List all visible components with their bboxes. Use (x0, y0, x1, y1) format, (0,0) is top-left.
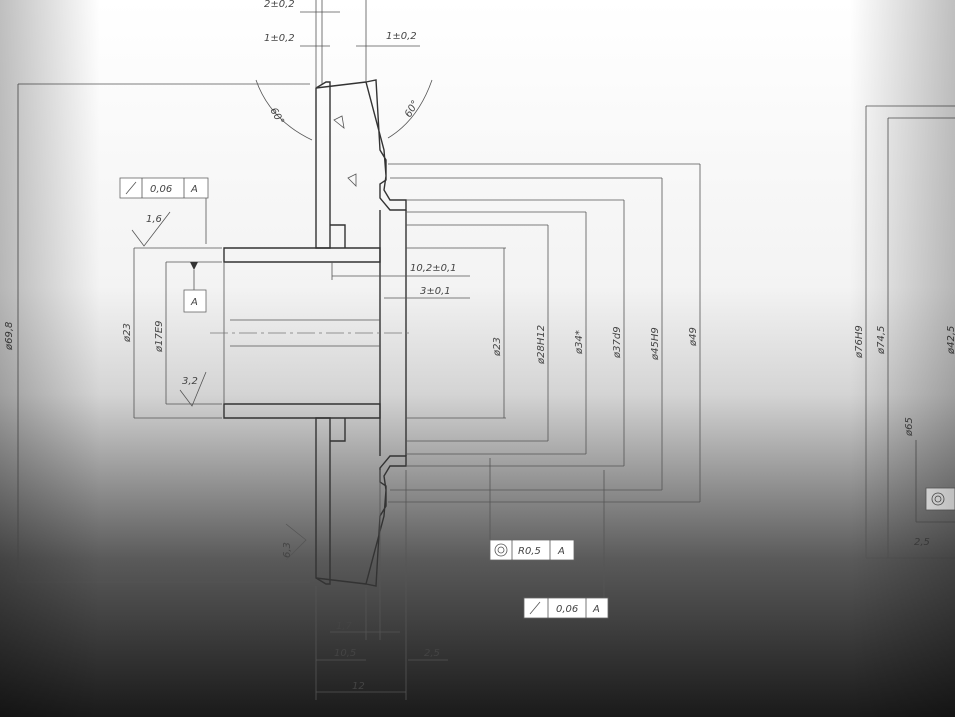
dimension-labels: 2±0,2 1±0,2 1±0,2 60° 60° ø69,8 ø23 ø17E… (4, 0, 955, 692)
dim-d45h9: ø45H9 (650, 327, 661, 361)
datum-label: A (190, 297, 198, 308)
roughness-1-6: 1,6 (146, 214, 162, 225)
dim-right-d65: ø65 (904, 417, 915, 437)
roughness-symbols (131, 211, 307, 561)
dim-offset-3: 3±0,1 (420, 286, 451, 297)
right-view-frame (925, 487, 955, 511)
dim-d69-8: ø69,8 (4, 322, 15, 351)
tolerance-frame-runout-top (119, 177, 209, 199)
concentricity-icon (494, 543, 508, 557)
dim-d28h12: ø28H12 (536, 325, 547, 365)
dim-d23-right: ø23 (492, 337, 503, 357)
part-section (210, 79, 412, 587)
frame-top-value: 0,06 (150, 184, 172, 195)
dim-top-1-left: 1±0,2 (264, 33, 295, 44)
dim-top-2: 2±0,2 (264, 0, 295, 10)
dim-bottom-10-5: 10,5 (334, 648, 356, 659)
dim-bottom-2-5: 2,5 (424, 648, 440, 659)
dim-d49: ø49 (688, 327, 699, 347)
dim-d34: ø34* (574, 330, 585, 355)
dim-right-2-5: 2,5 (914, 537, 930, 548)
roughness-3-2: 3,2 (182, 376, 198, 387)
flange-upper-inner (315, 81, 331, 249)
dim-d37d9: ø37d9 (612, 326, 623, 359)
tolerance-frame-concentric (489, 539, 575, 561)
dim-d17e9: ø17E9 (154, 320, 165, 353)
frame-top-datum: A (190, 184, 198, 195)
dim-bottom-1-7: 1,7 (336, 621, 353, 632)
hub-wall-top (223, 247, 381, 263)
dim-angle-left: 60° (267, 106, 285, 127)
dim-right-d76h9: ø76H9 (854, 325, 865, 359)
frame-concentric-value: R0,5 (518, 546, 541, 557)
flange-lower-inner (315, 417, 331, 585)
dim-bottom-12: 12 (352, 681, 365, 692)
hub-wall-bottom (223, 403, 381, 419)
dim-offset-10-2: 10,2±0,1 (410, 263, 457, 274)
runout-icon (529, 601, 541, 615)
dim-top-1-right: 1±0,2 (386, 31, 417, 42)
dimension-lines (17, 0, 955, 700)
frame-bottom-datum: A (592, 604, 600, 615)
dim-angle-right: 60° (403, 99, 421, 120)
runout-icon (125, 181, 137, 195)
dim-right-d74-5: ø74,5 (876, 326, 887, 355)
dim-right-d42-5: ø42,5 (946, 326, 955, 355)
frame-concentric-datum: A (557, 546, 565, 557)
tolerance-frame-runout-bottom (523, 597, 609, 619)
frame-bottom-value: 0,06 (556, 604, 578, 615)
roughness-6-3: 6,3 (282, 542, 293, 558)
flange-lower-outer (365, 455, 407, 587)
flange-upper-outer (365, 79, 407, 211)
datum-frame (183, 289, 207, 313)
dim-d23-left: ø23 (122, 323, 133, 343)
